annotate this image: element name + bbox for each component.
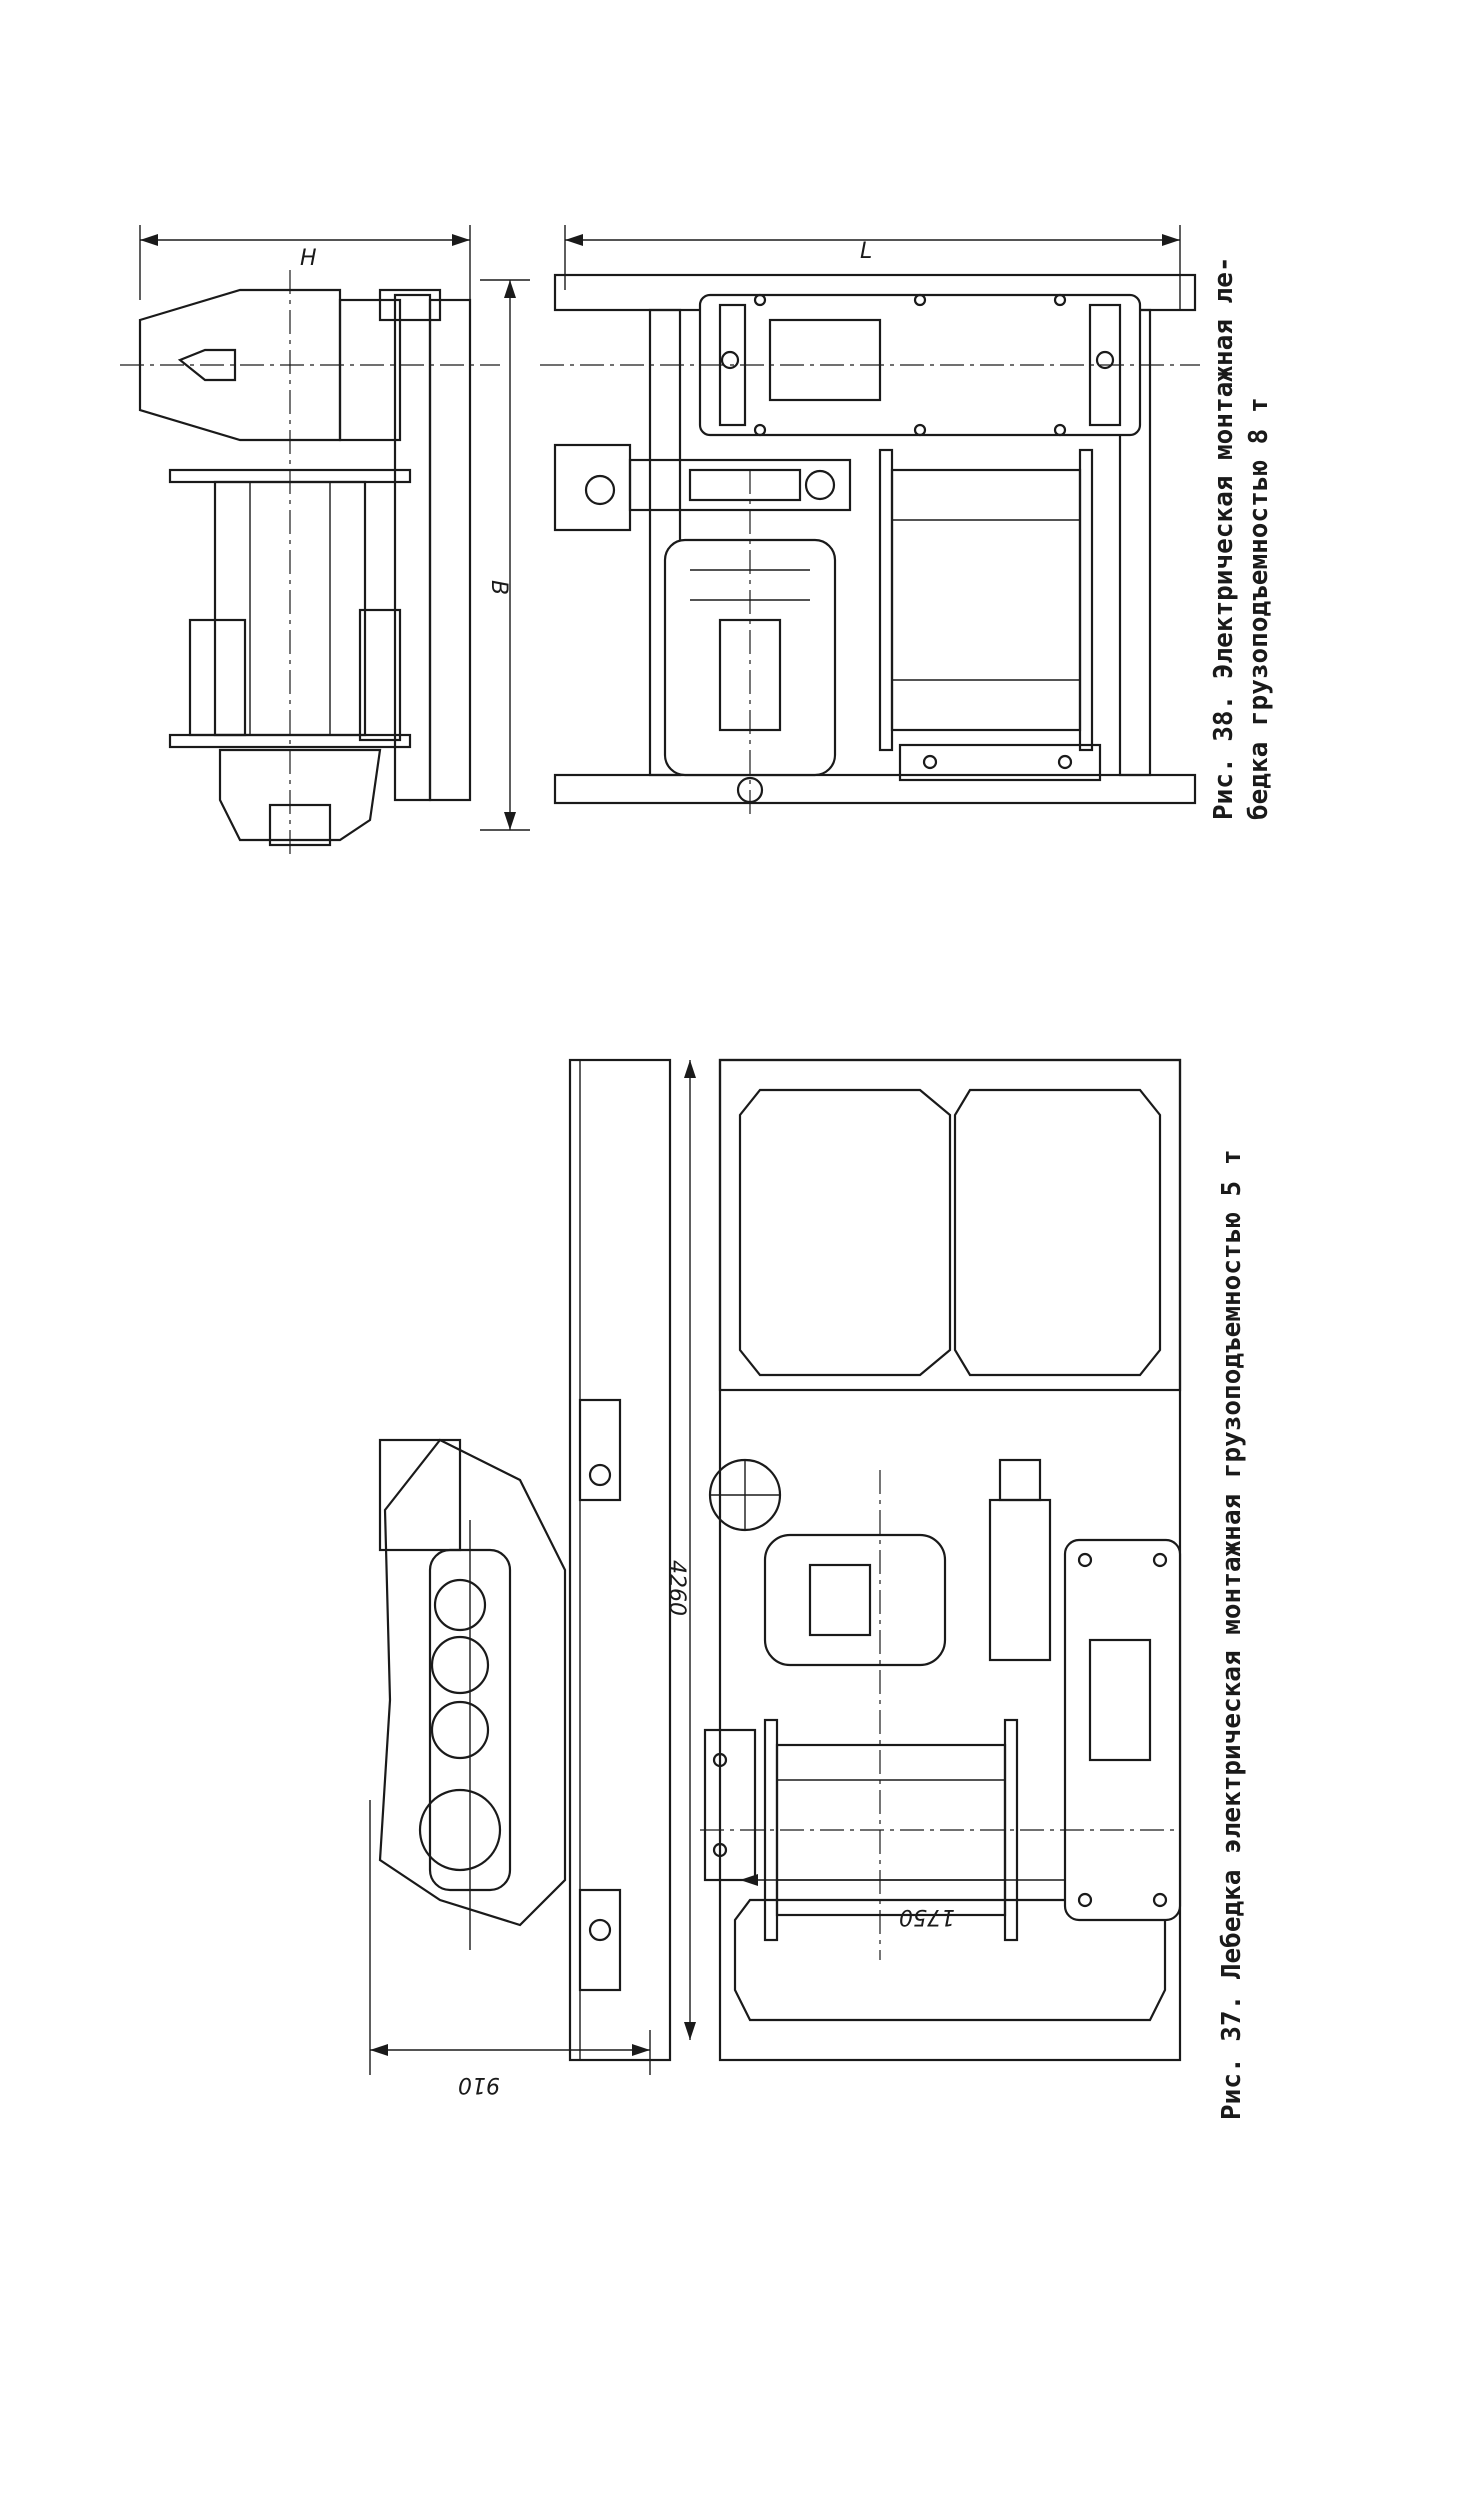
- figure-38-top-view: L: [540, 225, 1200, 820]
- figure-38-caption-line1: Рис. 38. Электрическая монтажная ле-: [1209, 256, 1239, 820]
- figure-37-caption: Рис. 37. Лебедка электрическая монтажная…: [1217, 1149, 1247, 2120]
- dim-1750-label: 1750: [899, 1904, 955, 1929]
- figure-38-side-view: H B: [120, 225, 530, 860]
- figure-38-caption-line2: бедка грузоподъемностью 8 т: [1244, 397, 1274, 820]
- dim-L-label: L: [860, 239, 872, 264]
- dim-H-label: H: [300, 246, 317, 271]
- dim-B-label: B: [486, 580, 511, 595]
- figure-37-top-view: 1750: [700, 1058, 1182, 2062]
- dim-910-label: 910: [458, 2072, 500, 2097]
- dim-4260-label: 4260: [664, 1560, 689, 1616]
- figure-37-side-view: 910 4260: [369, 1058, 696, 2097]
